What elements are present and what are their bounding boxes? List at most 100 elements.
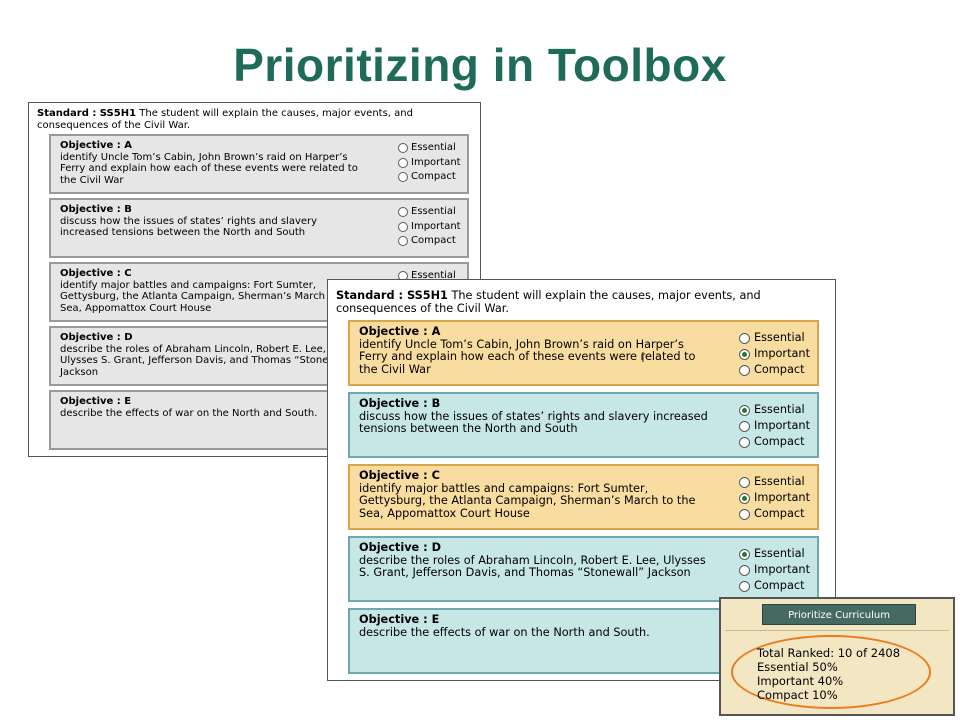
standard-header: Standard : SS5H1 The student will explai…	[336, 289, 827, 315]
option-important[interactable]: Important	[398, 220, 461, 235]
objective-label: Objective : A	[60, 140, 133, 151]
option-label: Compact	[754, 363, 805, 376]
option-essential[interactable]: Essential	[739, 546, 810, 562]
option-compact[interactable]: Compact	[398, 234, 461, 249]
standard-text: The student will explain the causes, maj…	[336, 289, 761, 315]
text-cursor-icon: I	[641, 351, 645, 366]
radio-button-icon[interactable]	[739, 436, 750, 448]
important-percent: Important 40%	[757, 674, 844, 688]
objective-label: Objective : D	[60, 332, 133, 343]
objective-description: describe the effects of war on the North…	[60, 407, 318, 419]
radio-button-icon[interactable]	[398, 236, 408, 247]
radio-button-icon[interactable]	[739, 508, 750, 520]
option-label: Compact	[411, 171, 456, 182]
option-essential[interactable]: Essential	[739, 474, 810, 490]
option-important[interactable]: Important	[398, 156, 461, 171]
radio-button-icon[interactable]	[739, 564, 750, 576]
prioritize-summary-box: Prioritize Curriculum Total Ranked: 10 o…	[719, 597, 955, 716]
radio-button-icon[interactable]	[739, 364, 750, 376]
option-important[interactable]: Important	[739, 490, 810, 506]
option-label: Compact	[754, 435, 805, 448]
option-compact[interactable]: Compact	[739, 362, 810, 378]
option-label: Essential	[754, 475, 805, 488]
option-label: Compact	[411, 235, 456, 246]
objective-label: Objective : E	[359, 613, 440, 626]
radio-button-icon[interactable]	[739, 580, 750, 592]
objective-description: identify Uncle Tom’s Cabin, John Brown’s…	[60, 151, 358, 186]
option-label: Important	[754, 491, 811, 504]
radio-button-icon[interactable]	[398, 157, 408, 168]
curriculum-panel-ranked: Standard : SS5H1 The student will explai…	[327, 279, 836, 681]
objective-label: Objective : A	[359, 325, 441, 338]
standard-label: Standard : SS5H1	[336, 289, 448, 302]
option-important[interactable]: Important	[739, 418, 810, 434]
option-label: Essential	[754, 403, 805, 416]
objective-label: Objective : B	[359, 397, 441, 410]
curriculum-panel-unranked: Standard : SS5H1 The student will explai…	[28, 102, 481, 457]
radio-button-icon[interactable]	[398, 172, 408, 183]
slide-title: Prioritizing in Toolbox	[233, 39, 727, 91]
option-compact[interactable]: Compact	[398, 170, 461, 185]
objective-label: Objective : E	[60, 396, 132, 407]
prioritize-curriculum-button[interactable]: Prioritize Curriculum	[762, 604, 916, 625]
objective-description: identify major battles and campaigns: Fo…	[359, 481, 696, 520]
option-essential[interactable]: Essential	[739, 402, 810, 418]
radio-button-icon[interactable]	[739, 348, 750, 360]
option-label: Important	[754, 347, 811, 360]
objective-label: Objective : C	[359, 469, 440, 482]
objective-description: discuss how the issues of states’ rights…	[60, 215, 318, 239]
standard-header: Standard : SS5H1 The student will explai…	[37, 108, 472, 132]
objective-label: Objective : D	[359, 541, 441, 554]
option-label: Compact	[754, 507, 805, 520]
option-label: Essential	[754, 331, 805, 344]
option-label: Important	[411, 156, 461, 168]
radio-button-icon[interactable]	[739, 492, 750, 504]
radio-button-icon[interactable]	[739, 548, 750, 560]
radio-button-icon[interactable]	[739, 332, 750, 344]
objective-description: describe the roles of Abraham Lincoln, R…	[359, 553, 706, 579]
ranking-stats: Total Ranked: 10 of 2408 Essential 50% I…	[757, 646, 900, 702]
objective-description: describe the effects of war on the North…	[359, 625, 650, 639]
option-compact[interactable]: Compact	[739, 506, 810, 522]
compact-percent: Compact 10%	[757, 688, 838, 702]
option-label: Essential	[411, 270, 456, 281]
standard-text: The student will explain the causes, maj…	[37, 108, 413, 131]
objective-description: describe the roles of Abraham Lincoln, R…	[60, 343, 354, 378]
option-important[interactable]: Important	[739, 346, 810, 362]
option-label: Essential	[411, 142, 456, 153]
objective-description: identify major battles and campaigns: Fo…	[60, 279, 358, 314]
option-compact[interactable]: Compact	[739, 578, 810, 594]
option-compact[interactable]: Compact	[739, 434, 810, 450]
radio-button-icon[interactable]	[739, 404, 750, 416]
radio-button-icon[interactable]	[398, 143, 408, 154]
option-label: Important	[411, 220, 461, 232]
option-essential[interactable]: Essential	[398, 141, 461, 156]
option-label: Important	[754, 419, 811, 432]
radio-button-icon[interactable]	[739, 420, 750, 432]
radio-button-icon[interactable]	[398, 207, 408, 218]
option-essential[interactable]: Essential	[739, 330, 810, 346]
option-important[interactable]: Important	[739, 562, 810, 578]
option-label: Compact	[754, 579, 805, 592]
radio-button-icon[interactable]	[739, 476, 750, 488]
radio-button-icon[interactable]	[398, 221, 408, 232]
option-essential[interactable]: Essential	[398, 205, 461, 220]
option-label: Essential	[754, 547, 805, 560]
